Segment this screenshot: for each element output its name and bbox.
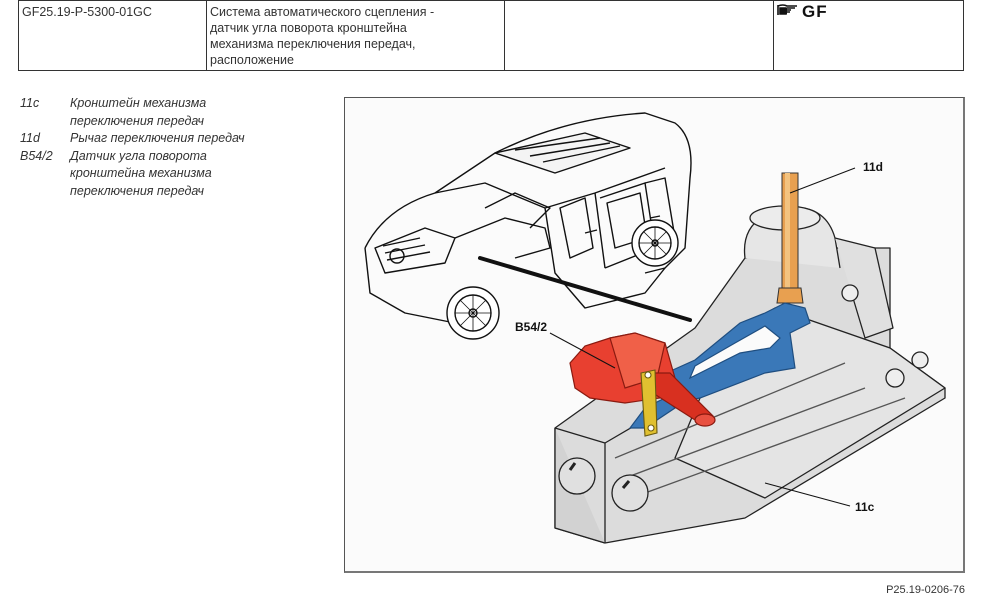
pointing-hand-icon [777,4,797,15]
callout-11c: 11c [855,500,875,514]
doc-title-line: механизма переключения передач, [210,37,416,51]
legend-desc: переключения передач [70,113,205,128]
doc-id-cell: GF25.19-P-5300-01GC [19,1,207,70]
legend-item: 11d Рычаг переключения передач [20,130,270,148]
legend: 11c Кронштейн механизма переключения пер… [20,95,270,200]
legend-item: B54/2 Датчик угла поворота кронштейна ме… [20,148,270,201]
empty-cell [505,1,774,70]
legend-desc: переключения передач [70,183,205,198]
doc-title-line: датчик угла поворота кронштейна [210,21,407,35]
doc-title-cell: Система автоматического сцепления - датч… [207,1,505,70]
car-drawing [364,112,692,340]
illustration-frame: 11d B54/2 11c [344,97,965,573]
leader-line-b54-2 [549,332,616,369]
legend-desc: Рычаг переключения передач [70,131,245,145]
document-header-table: GF25.19-P-5300-01GC Система автоматическ… [18,0,964,71]
leader-line-11c [764,482,851,507]
legend-code: B54/2 [20,148,53,163]
callout-11d: 11d [863,160,884,174]
legend-desc: Датчик угла поворота [70,148,207,163]
illustration [364,112,946,544]
legend-code: 11d [20,131,40,145]
figure-reference: P25.19-0206-76 [886,584,965,596]
legend-item: 11c Кронштейн механизма переключения пер… [20,95,270,130]
doc-title-line: Система автоматического сцепления - [210,5,435,19]
legend-desc: Кронштейн механизма [70,96,207,110]
doc-id: GF25.19-P-5300-01GC [22,5,152,19]
group-cell: GF [774,1,963,70]
shift-lever-11d [776,172,804,304]
leader-line-11d [789,167,856,194]
legend-code: 11c [20,96,40,110]
pointer-line [478,256,692,322]
link-arm [640,369,658,437]
group-code: GF [802,2,828,21]
doc-title-line: расположение [210,53,294,67]
callout-b54-2: B54/2 [515,320,548,334]
legend-desc: кронштейна механизма [70,166,212,180]
